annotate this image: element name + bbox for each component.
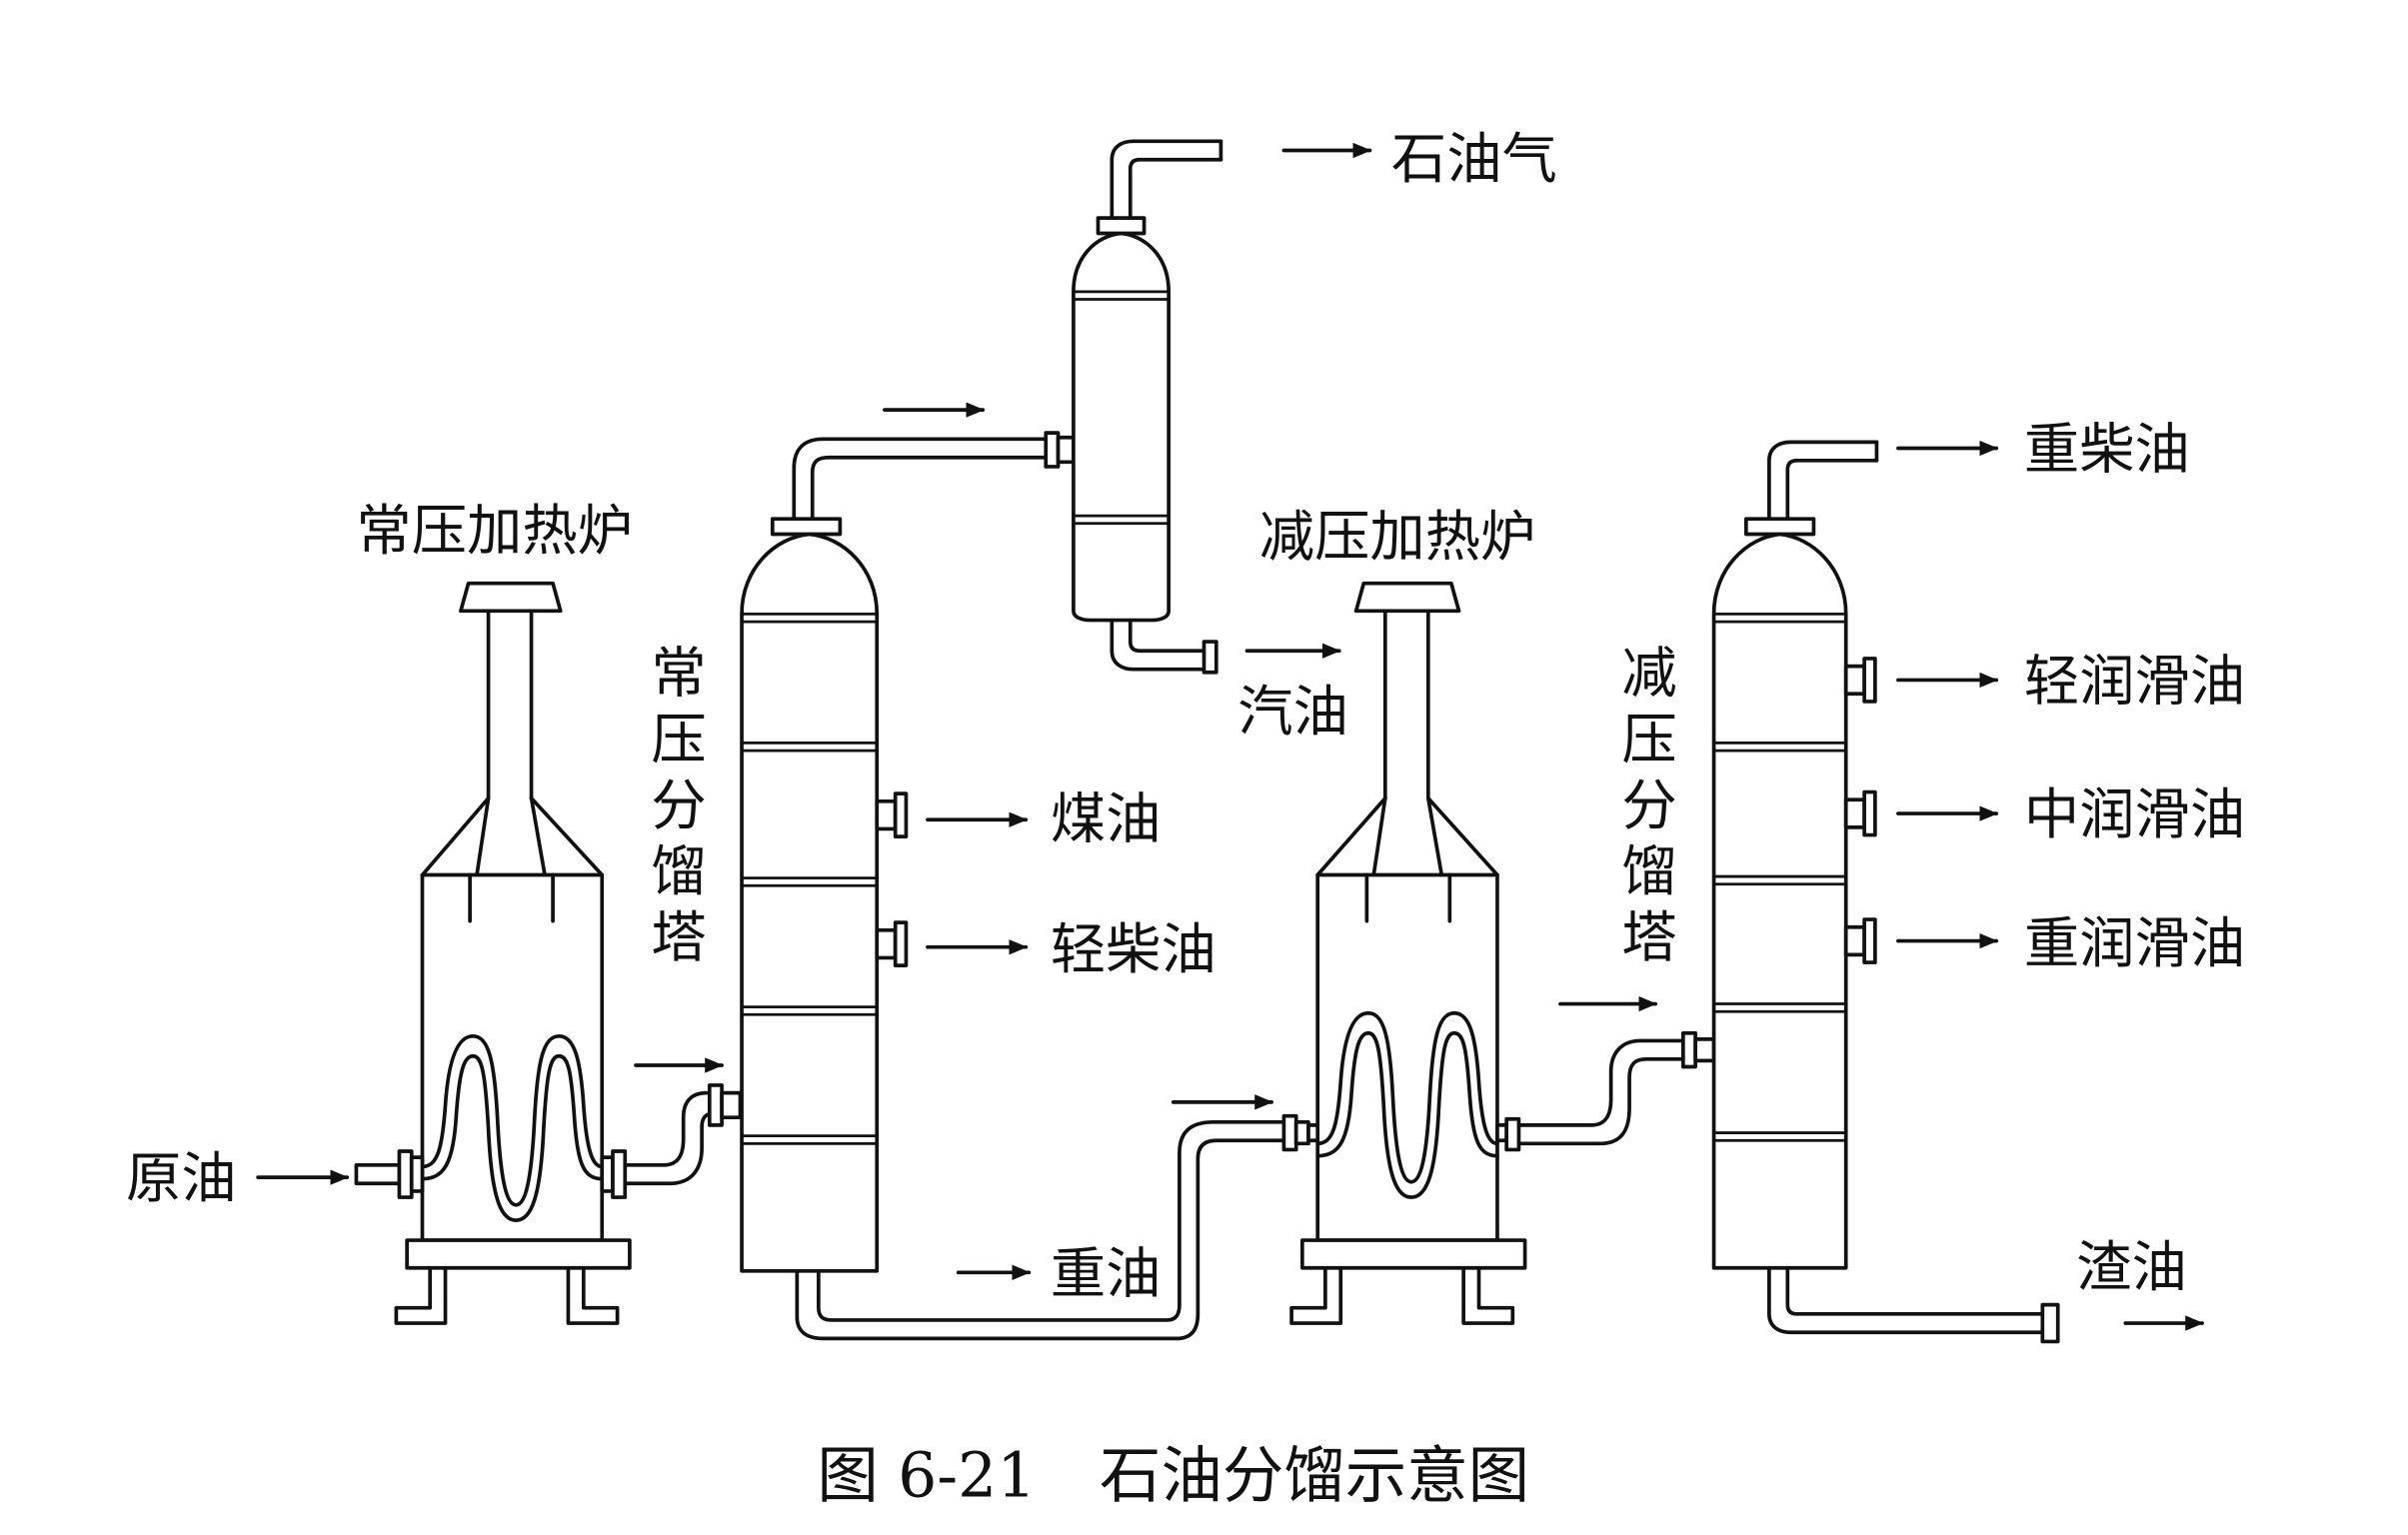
vacuum-column — [1711, 440, 2060, 1344]
svg-text:塔: 塔 — [651, 906, 706, 970]
medium-lube-label: 中润滑油 — [2024, 783, 2245, 847]
figure-number: 图 6-21 — [817, 1441, 1036, 1512]
atmospheric-column — [740, 437, 1286, 1341]
kerosene-label: 煤油 — [1051, 788, 1162, 852]
svg-text:馏: 馏 — [651, 840, 706, 904]
svg-text:常: 常 — [651, 643, 706, 707]
gas-separator — [1044, 139, 1223, 675]
atmospheric-furnace-label: 常压加热炉 — [356, 500, 633, 564]
figure-title: 石油分馏示意图 — [1100, 1441, 1529, 1512]
heavy-diesel-label: 重柴油 — [2024, 418, 2190, 482]
svg-text:塔: 塔 — [1621, 906, 1676, 970]
svg-text:馏: 馏 — [1621, 840, 1676, 904]
svg-text:减: 减 — [1621, 643, 1676, 707]
heavy-oil-label: 重油 — [1051, 1242, 1162, 1306]
crude-oil-label: 原油 — [126, 1147, 237, 1211]
vacuum-furnace — [1281, 581, 1716, 1325]
svg-text:压: 压 — [651, 709, 706, 772]
atmospheric-furnace — [354, 581, 743, 1325]
heavy-lube-label: 重润滑油 — [2024, 912, 2245, 976]
atmospheric-column-label: 常 压 分 馏 塔 — [651, 643, 706, 970]
svg-text:分: 分 — [651, 774, 706, 838]
heating-coil — [1315, 1010, 1499, 1184]
gasoline-label: 汽油 — [1237, 681, 1348, 745]
flow-arrows — [256, 142, 2204, 1331]
light-diesel-label: 轻柴油 — [1051, 918, 1216, 982]
heating-coil — [420, 1033, 605, 1207]
light-lube-label: 轻润滑油 — [2024, 650, 2245, 714]
vacuum-furnace-label: 减压加热炉 — [1259, 506, 1536, 570]
vacuum-column-label: 减 压 分 馏 塔 — [1621, 643, 1676, 970]
svg-text:分: 分 — [1621, 774, 1676, 838]
residue-label: 渣油 — [2076, 1236, 2187, 1300]
petroleum-gas-label: 石油气 — [1391, 128, 1557, 192]
svg-text:压: 压 — [1621, 709, 1676, 772]
